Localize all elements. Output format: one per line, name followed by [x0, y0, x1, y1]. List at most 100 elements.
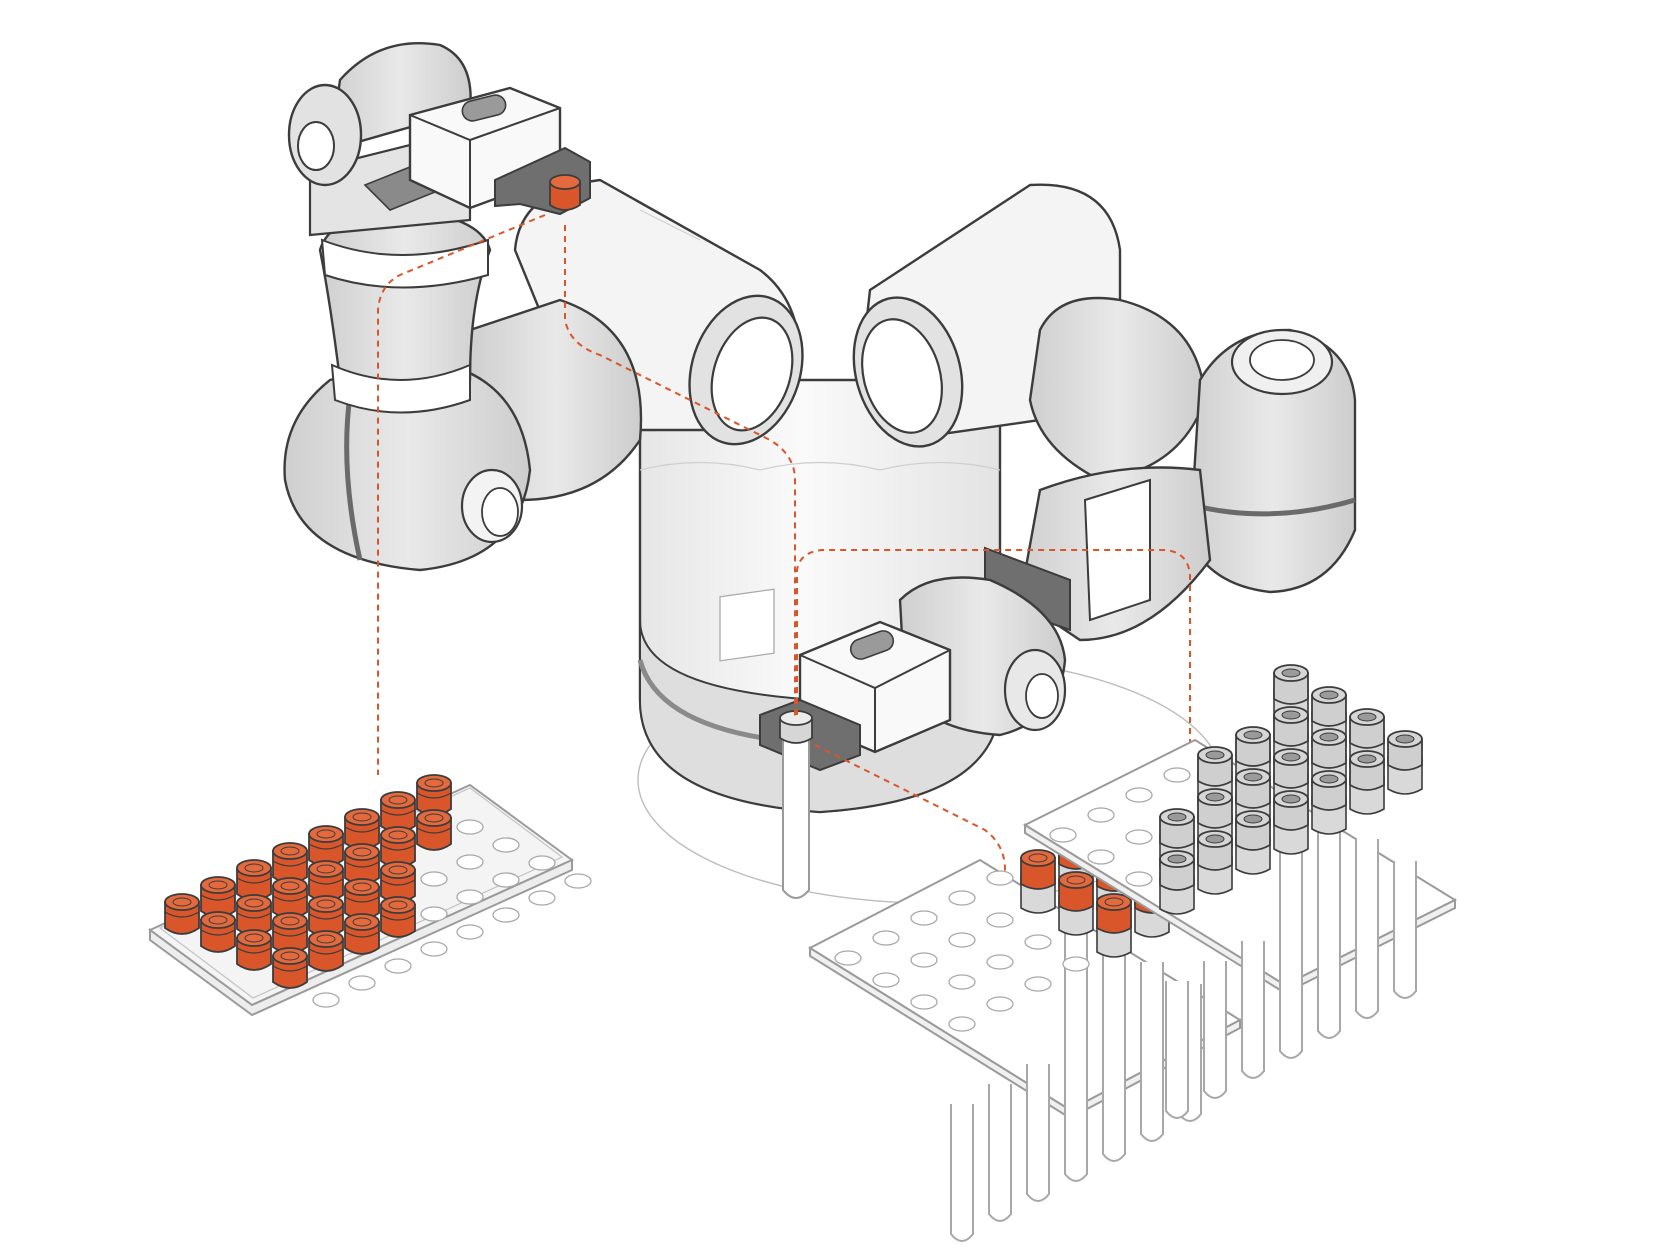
vial-cap	[308, 825, 344, 867]
empty-cap-slot	[384, 958, 412, 974]
vial-cap	[236, 894, 272, 936]
test-tube	[1140, 1004, 1164, 1142]
capped-tube	[1235, 810, 1271, 875]
empty-tube-slot	[910, 952, 938, 968]
test-tube	[1317, 901, 1341, 1039]
empty-cap-slot	[456, 889, 484, 905]
vial-cap	[200, 876, 236, 918]
vial-cap	[272, 842, 308, 884]
vial-cap	[308, 895, 344, 937]
empty-tube-slot	[986, 996, 1014, 1012]
vial-cap	[164, 893, 200, 935]
empty-tube-slot	[1024, 976, 1052, 992]
empty-cap-slot	[312, 992, 340, 1008]
vial-cap	[416, 774, 452, 816]
empty-tube-slot	[948, 932, 976, 948]
path-left-cap-to-tray	[377, 214, 546, 775]
test-tube	[1064, 918, 1088, 1056]
capped-tube	[1349, 750, 1385, 815]
vial-cap	[308, 930, 344, 972]
empty-tube-slot	[1087, 849, 1115, 865]
vial-cap	[236, 929, 272, 971]
robot-arm-right	[759, 296, 1357, 899]
empty-tube-slot	[986, 912, 1014, 928]
empty-tube-slot	[1125, 871, 1153, 887]
empty-cap-slot	[420, 906, 448, 922]
vial-cap	[308, 860, 344, 902]
empty-tube-slot	[1049, 827, 1077, 843]
empty-tube-slot	[1062, 956, 1090, 972]
empty-cap-slot	[492, 907, 520, 923]
capped-tube	[1197, 830, 1233, 895]
held-cap-left	[549, 174, 581, 211]
empty-cap-slot	[348, 975, 376, 991]
empty-tube-slot	[872, 972, 900, 988]
empty-cap-slot	[492, 872, 520, 888]
empty-tube-slot	[1125, 829, 1153, 845]
empty-cap-slot	[492, 837, 520, 853]
capped-tube	[1058, 871, 1094, 936]
path-left-cap-to-torso	[564, 225, 796, 720]
vial-cap	[344, 878, 380, 920]
vial-cap	[272, 912, 308, 954]
vial-cap	[380, 826, 416, 868]
vial-cap	[200, 911, 236, 953]
held-tube-right	[779, 710, 813, 899]
path-right-tube-to-center-rack	[814, 744, 1006, 960]
test-tube	[1279, 921, 1303, 1059]
vial-cap	[344, 843, 380, 885]
test-tube	[950, 1104, 974, 1242]
cap-tray-left	[148, 774, 592, 1017]
capped-tube	[1159, 850, 1195, 915]
empty-tube-slot	[910, 910, 938, 926]
vial-cap	[272, 877, 308, 919]
empty-cap-slot	[528, 890, 556, 906]
empty-tube-slot	[948, 1016, 976, 1032]
robot-label-plate	[719, 588, 775, 662]
path-right-arm-to-right-rack	[796, 549, 1191, 818]
test-tube	[1393, 861, 1417, 999]
empty-tube-slot	[1024, 934, 1052, 950]
empty-tube-slot	[986, 870, 1014, 886]
capped-tube	[1096, 893, 1132, 958]
vial-cap	[380, 791, 416, 833]
motion-paths	[377, 214, 1191, 960]
gripper-right-sensor	[849, 630, 895, 660]
vial-cap	[344, 913, 380, 955]
vial-cap	[344, 808, 380, 850]
empty-tube-slot	[1087, 807, 1115, 823]
tube-rack-right	[1022, 664, 1458, 1119]
test-tube	[1241, 941, 1265, 1079]
empty-tube-slot	[948, 974, 976, 990]
capped-tube	[1387, 730, 1423, 795]
vial-cap	[416, 809, 452, 851]
test-tube	[1165, 981, 1189, 1119]
test-tube	[1355, 881, 1379, 1019]
empty-cap-slot	[564, 873, 592, 889]
empty-cap-slot	[528, 855, 556, 871]
empty-tube-slot	[1163, 767, 1191, 783]
test-tube	[1203, 961, 1227, 1099]
capped-tube	[1311, 770, 1347, 835]
gripper-left-sensor	[461, 94, 507, 122]
test-tube	[1102, 1024, 1126, 1162]
empty-cap-slot	[420, 871, 448, 887]
capped-tube	[1020, 849, 1056, 914]
empty-tube-slot	[986, 954, 1014, 970]
empty-tube-slot	[948, 890, 976, 906]
empty-cap-slot	[456, 854, 484, 870]
test-tube	[1026, 1064, 1050, 1202]
empty-cap-slot	[420, 941, 448, 957]
capped-tube	[1273, 790, 1309, 855]
empty-tube-slot	[910, 994, 938, 1010]
vial-cap	[272, 947, 308, 989]
gripper-left	[408, 86, 591, 216]
robot	[283, 41, 1357, 904]
empty-tube-slot	[872, 930, 900, 946]
empty-cap-slot	[456, 924, 484, 940]
vial-cap	[236, 859, 272, 901]
empty-tube-slot	[834, 950, 862, 966]
vial-cap	[380, 896, 416, 938]
empty-cap-slot	[456, 819, 484, 835]
